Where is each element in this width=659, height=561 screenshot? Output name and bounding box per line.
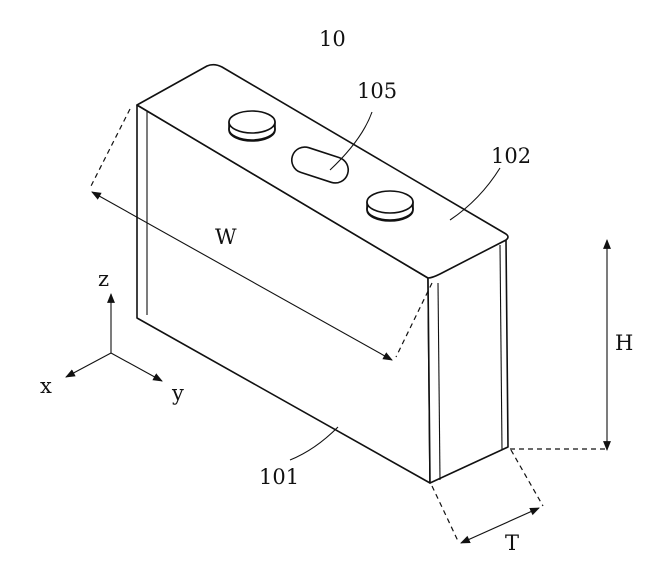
- leader-101: [290, 427, 338, 460]
- label-105: 105: [357, 79, 397, 103]
- label-10: 10: [319, 27, 346, 51]
- label-z-axis: z: [98, 267, 109, 291]
- terminal-right: [367, 191, 413, 221]
- w-ext-left: [90, 109, 130, 188]
- label-w: W: [215, 225, 237, 249]
- y-axis-arrow: [111, 353, 162, 381]
- label-102: 102: [491, 144, 531, 168]
- label-101: 101: [259, 465, 299, 489]
- terminal-left: [229, 111, 275, 141]
- label-h: H: [615, 331, 633, 355]
- t-ext-right: [511, 450, 543, 506]
- t-dimension-arrow: [461, 508, 539, 543]
- label-t: T: [505, 531, 519, 555]
- x-axis-arrow: [66, 353, 111, 377]
- t-ext-left: [432, 486, 458, 541]
- label-x-axis: x: [40, 374, 52, 398]
- label-y-axis: y: [171, 381, 184, 405]
